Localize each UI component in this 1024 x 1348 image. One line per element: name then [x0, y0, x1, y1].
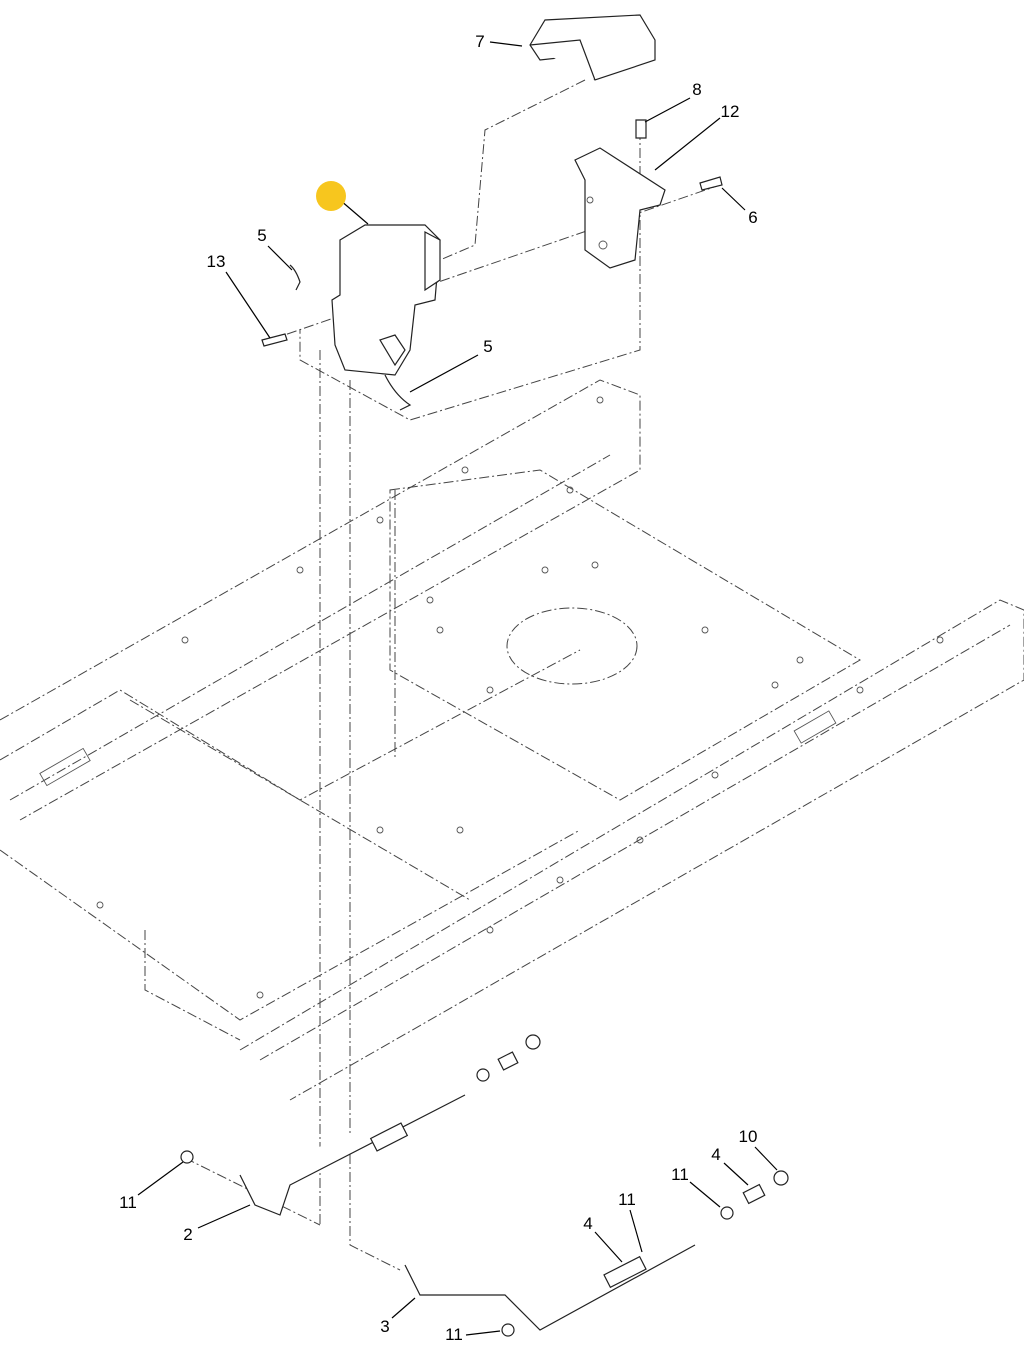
- callout-12[interactable]: 12: [720, 102, 740, 121]
- callout-11[interactable]: 11: [119, 1193, 137, 1212]
- highlight-marker[interactable]: [316, 181, 346, 211]
- frame-holes: [39, 396, 944, 999]
- callout-4[interactable]: 4: [711, 1145, 721, 1164]
- callout-11[interactable]: 11: [445, 1325, 463, 1344]
- chassis-frame-ghost: [0, 379, 1024, 1101]
- callout-6[interactable]: 6: [748, 208, 758, 227]
- callout-5[interactable]: 5: [483, 337, 493, 356]
- callout-10[interactable]: 10: [738, 1127, 758, 1146]
- callout-8[interactable]: 8: [692, 80, 702, 99]
- callout-4[interactable]: 4: [583, 1214, 593, 1233]
- actuator-assembly: [261, 224, 441, 411]
- rod-part-2: [180, 1034, 541, 1216]
- leader-lines: [137, 41, 778, 1336]
- cover-part-7: [529, 14, 656, 81]
- callout-3[interactable]: 3: [380, 1317, 390, 1336]
- callout-11[interactable]: 11: [671, 1165, 689, 1184]
- callout-11[interactable]: 11: [618, 1190, 636, 1209]
- callout-7[interactable]: 7: [475, 32, 485, 51]
- callout-5[interactable]: 5: [257, 226, 267, 245]
- rod-part-3: [404, 1170, 789, 1337]
- callout-2[interactable]: 2: [183, 1225, 193, 1244]
- callout-13[interactable]: 13: [206, 252, 226, 271]
- alignment-lines: [184, 79, 721, 1271]
- bracket-part-12: [574, 119, 723, 269]
